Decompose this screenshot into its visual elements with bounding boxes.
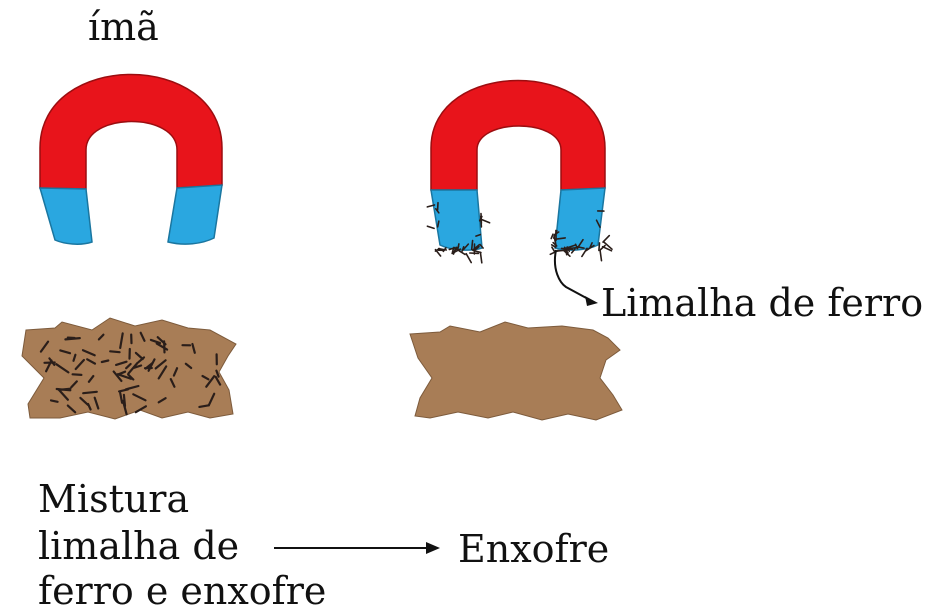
mixture-sulfur-shape: [22, 318, 236, 419]
magnet-left-south-pole: [168, 185, 222, 244]
magnet-label: ímã: [88, 8, 159, 46]
iron-filings-label: Limalha de ferro: [601, 284, 923, 322]
mixture-label-line-3: ferro e enxofre: [38, 572, 326, 610]
iron-filing: [481, 216, 482, 227]
iron-filing: [600, 251, 601, 261]
iron-filing: [83, 392, 97, 393]
iron-filing: [438, 221, 439, 227]
iron-filing: [472, 241, 473, 250]
magnet-left-north-pole: [40, 188, 92, 244]
iron-filing: [599, 243, 600, 251]
sulfur-label: Enxofre: [458, 530, 609, 568]
magnet-right-body-icon: [431, 81, 605, 191]
iron-filing: [480, 252, 481, 262]
iron-filing: [551, 234, 553, 238]
magnet-left-body-icon: [40, 75, 222, 190]
iron-filing: [73, 374, 82, 375]
iron-filing: [59, 389, 70, 390]
mixture-to-sulfur-arrow: [274, 542, 440, 554]
iron-filing: [466, 254, 471, 263]
sulfur-shape: [410, 322, 622, 420]
mixture-blob: [22, 318, 236, 419]
iron-filing: [102, 361, 109, 363]
mixture-label-line-2: limalha de: [38, 527, 239, 565]
iron-filing: [427, 226, 434, 228]
iron-filing: [110, 351, 119, 352]
magnet-right-north-pole: [431, 190, 482, 250]
magnet-left: [40, 75, 222, 245]
mixture-label-line-1: Mistura: [38, 480, 189, 518]
magnet-right-south-pole: [555, 188, 605, 250]
iron-filing: [566, 251, 567, 255]
filings-pointer-arrow: [555, 250, 598, 306]
iron-filing: [51, 400, 58, 401]
iron-filing: [482, 220, 490, 223]
magnet-right: [427, 81, 612, 263]
iron-filing: [603, 236, 609, 243]
